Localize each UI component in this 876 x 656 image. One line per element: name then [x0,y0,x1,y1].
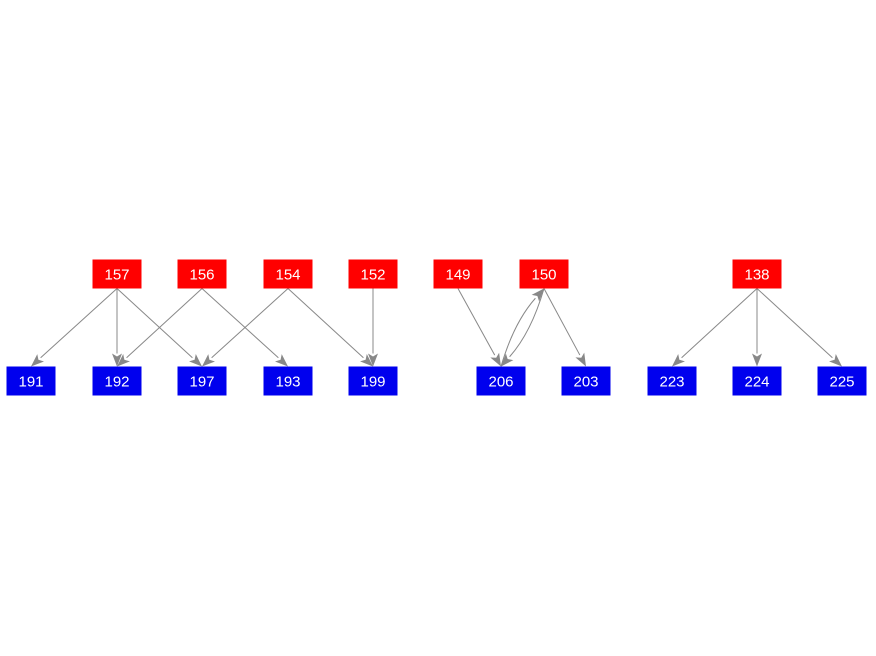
node-box [647,366,697,396]
edge-157-to-191 [31,288,118,367]
edge-line [40,288,118,359]
edge-line [211,288,289,359]
edge-156-to-192 [117,288,203,367]
source-node-154[interactable]: 154 [263,259,313,289]
target-node-223[interactable]: 223 [647,366,697,396]
node-label: 152 [360,267,385,284]
arrowhead-icon [829,354,842,367]
edge-156-to-193 [201,288,288,367]
node-box [732,366,782,396]
node-label: 197 [189,374,214,391]
source-node-138[interactable]: 138 [732,259,782,289]
edge-157-to-197 [116,288,202,367]
edge-line [756,288,833,359]
node-label: 138 [744,267,769,284]
target-node-191[interactable]: 191 [6,366,56,396]
arrowhead-icon [202,354,215,367]
edge-line [126,288,203,359]
arrowhead-icon [275,354,288,367]
arrowhead-icon [112,353,122,367]
edge-line [201,288,279,359]
target-node-224[interactable]: 224 [732,366,782,396]
source-node-156[interactable]: 156 [177,259,227,289]
edge-line [287,288,364,359]
node-label: 156 [189,267,214,284]
node-label: 193 [275,374,300,391]
source-node-149[interactable]: 149 [433,259,483,289]
edge-150-to-203 [543,288,586,367]
arrowhead-icon [117,354,130,367]
target-node-206[interactable]: 206 [476,366,526,396]
node-label: 224 [744,374,769,391]
edge-152-to-199 [368,288,378,367]
target-node-203[interactable]: 203 [561,366,611,396]
node-box [561,366,611,396]
edge-line [543,288,581,356]
edge-150-to-206 [501,288,545,367]
node-box [519,259,569,289]
arrowhead-icon [360,354,373,367]
edge-206-to-150 [500,288,544,367]
edge-138-to-224 [752,288,762,367]
node-box [263,259,313,289]
target-node-192[interactable]: 192 [92,366,142,396]
node-label: 157 [104,267,129,284]
source-node-157[interactable]: 157 [92,259,142,289]
arrowhead-icon [189,354,202,367]
node-label: 223 [659,374,684,391]
edge-154-to-197 [202,288,289,367]
node-box [348,259,398,289]
edge-line [509,288,545,358]
target-node-199[interactable]: 199 [348,366,398,396]
edge-138-to-223 [672,288,758,367]
edge-line [457,288,496,356]
target-node-225[interactable]: 225 [817,366,867,396]
node-label: 199 [360,374,385,391]
node-box [263,366,313,396]
arrowhead-icon [368,353,378,367]
source-node-150[interactable]: 150 [519,259,569,289]
node-box [177,259,227,289]
edge-154-to-199 [287,288,373,367]
edge-line [116,288,193,359]
node-box [433,259,483,289]
arrowhead-icon [31,354,44,367]
arrowhead-icon [501,353,514,367]
node-label: 225 [829,374,854,391]
edge-149-to-206 [457,288,501,367]
node-label: 206 [488,374,513,391]
arrowhead-icon [672,354,685,367]
node-label: 150 [531,267,556,284]
edge-138-to-225 [756,288,842,367]
node-box [817,366,867,396]
node-box [177,366,227,396]
node-box [476,366,526,396]
node-box [6,366,56,396]
node-label: 191 [18,374,43,391]
arrowhead-icon [490,352,501,367]
node-label: 203 [573,374,598,391]
edge-line [681,288,758,359]
source-node-152[interactable]: 152 [348,259,398,289]
edge-157-to-192 [112,288,122,367]
node-box [92,259,142,289]
target-node-193[interactable]: 193 [263,366,313,396]
arrowhead-icon [575,352,586,367]
node-label: 149 [445,267,470,284]
arrowhead-icon [531,288,544,302]
node-label: 192 [104,374,129,391]
edge-line [500,297,536,367]
node-label: 154 [275,267,300,284]
node-box [348,366,398,396]
edges-layer [31,288,842,367]
target-node-197[interactable]: 197 [177,366,227,396]
node-box [92,366,142,396]
node-box [732,259,782,289]
nodes-layer: 157 156 154 152 149 150 138 191 192 197 193 199 206 2… [6,259,867,396]
arrowhead-icon [752,353,762,367]
